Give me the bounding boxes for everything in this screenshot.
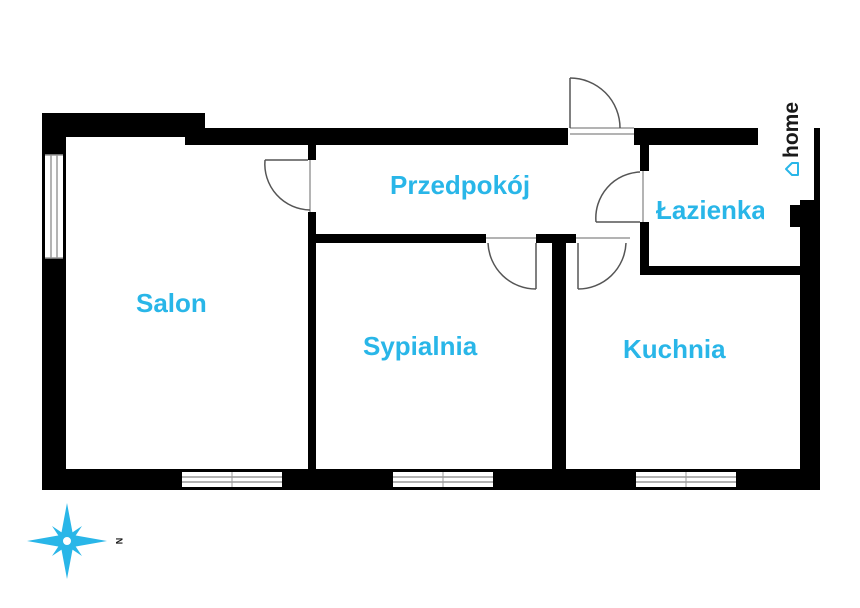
window-left (45, 154, 63, 259)
wall-bedroom-kitchen (552, 234, 566, 474)
wall-right (800, 200, 820, 490)
wall-hall-bottom-a (308, 234, 486, 243)
wall-bath-left-upper (640, 145, 649, 171)
room-label-sypialnia: Sypialnia (363, 331, 478, 361)
wall-bath-bottom (640, 266, 808, 275)
wall-bath-left-lower (640, 222, 649, 274)
window-bottom-salon (182, 472, 282, 487)
compass-north-label-group: N (114, 538, 124, 545)
wall-top-salon (42, 113, 205, 137)
label-occlusion (764, 200, 794, 222)
window-bottom-bedroom (393, 472, 493, 487)
door-bedroom (486, 237, 537, 290)
wall-bath-right-stub-over (790, 205, 808, 227)
room-label-salon: Salon (136, 288, 207, 318)
door-entrance (569, 77, 634, 135)
compass-north-label: N (114, 538, 124, 545)
house-icon (785, 162, 799, 176)
room-label-przedpokoj: Przedpokój (390, 170, 530, 200)
room-label-lazienka: Łazienka (656, 195, 766, 225)
door-kitchen (576, 237, 630, 290)
window-bottom-kitchen (636, 472, 736, 487)
doors (264, 77, 644, 290)
door-salon (264, 159, 311, 212)
brand-logo: home (780, 102, 803, 176)
room-label-kuchnia: Kuchnia (623, 334, 726, 364)
brand-name: home (780, 102, 803, 158)
room-labels: Salon Przedpokój Łazienka Sypialnia Kuch… (136, 170, 766, 364)
wall-top-step (185, 128, 568, 145)
wall-right-top (814, 128, 820, 218)
compass-rose-icon (27, 503, 107, 579)
door-bathroom (595, 171, 644, 223)
wall-salon-partition-lower (308, 212, 316, 472)
wall-salon-partition-upper (308, 145, 316, 160)
windows (45, 154, 736, 487)
wall-top-right (634, 128, 758, 145)
